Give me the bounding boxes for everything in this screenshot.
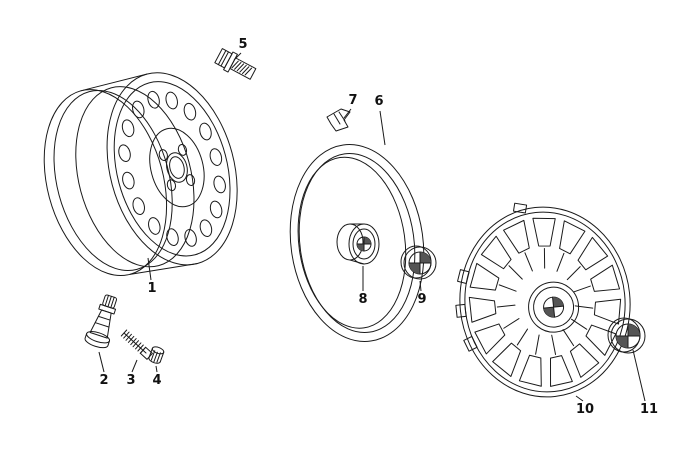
bmw-roundel-icon — [615, 323, 641, 349]
retaining-clip-drawing — [326, 108, 351, 132]
bmw-roundel-icon — [408, 251, 432, 275]
bolt-threads — [231, 60, 253, 76]
vent-holes — [118, 90, 226, 247]
callout-7: 7 — [348, 93, 357, 108]
hub-cap-drawing — [336, 223, 380, 265]
bmw-roundel-icon — [356, 236, 372, 252]
callout-3: 3 — [126, 373, 135, 388]
callout-5: 5 — [238, 37, 247, 52]
steel-wheel-rim-drawing — [43, 72, 238, 277]
callout-8: 8 — [358, 292, 367, 307]
callout-10: 10 — [576, 402, 594, 417]
callout-labels: 1 2 3 4 5 6 7 8 9 10 11 — [99, 37, 658, 417]
callout-1: 1 — [147, 281, 156, 296]
wheel-bolt-drawing — [214, 48, 257, 80]
callout-11: 11 — [640, 402, 658, 417]
cover-slots — [468, 217, 622, 387]
valve-cap-drawing — [148, 346, 165, 364]
leader-lines — [98, 52, 646, 402]
callout-6: 6 — [374, 94, 383, 109]
valve-stem-drawing — [84, 294, 118, 349]
bmw-roundel-icon — [543, 296, 565, 318]
callout-4: 4 — [152, 373, 161, 388]
trim-ring-drawing — [289, 144, 425, 342]
callout-9: 9 — [417, 292, 426, 307]
callout-2: 2 — [99, 373, 108, 388]
valve-core-drawing — [120, 329, 153, 360]
wheel-cover-drawing — [455, 202, 631, 398]
cover-emblem-drawing — [607, 317, 646, 354]
center-emblem-drawing — [400, 245, 437, 280]
